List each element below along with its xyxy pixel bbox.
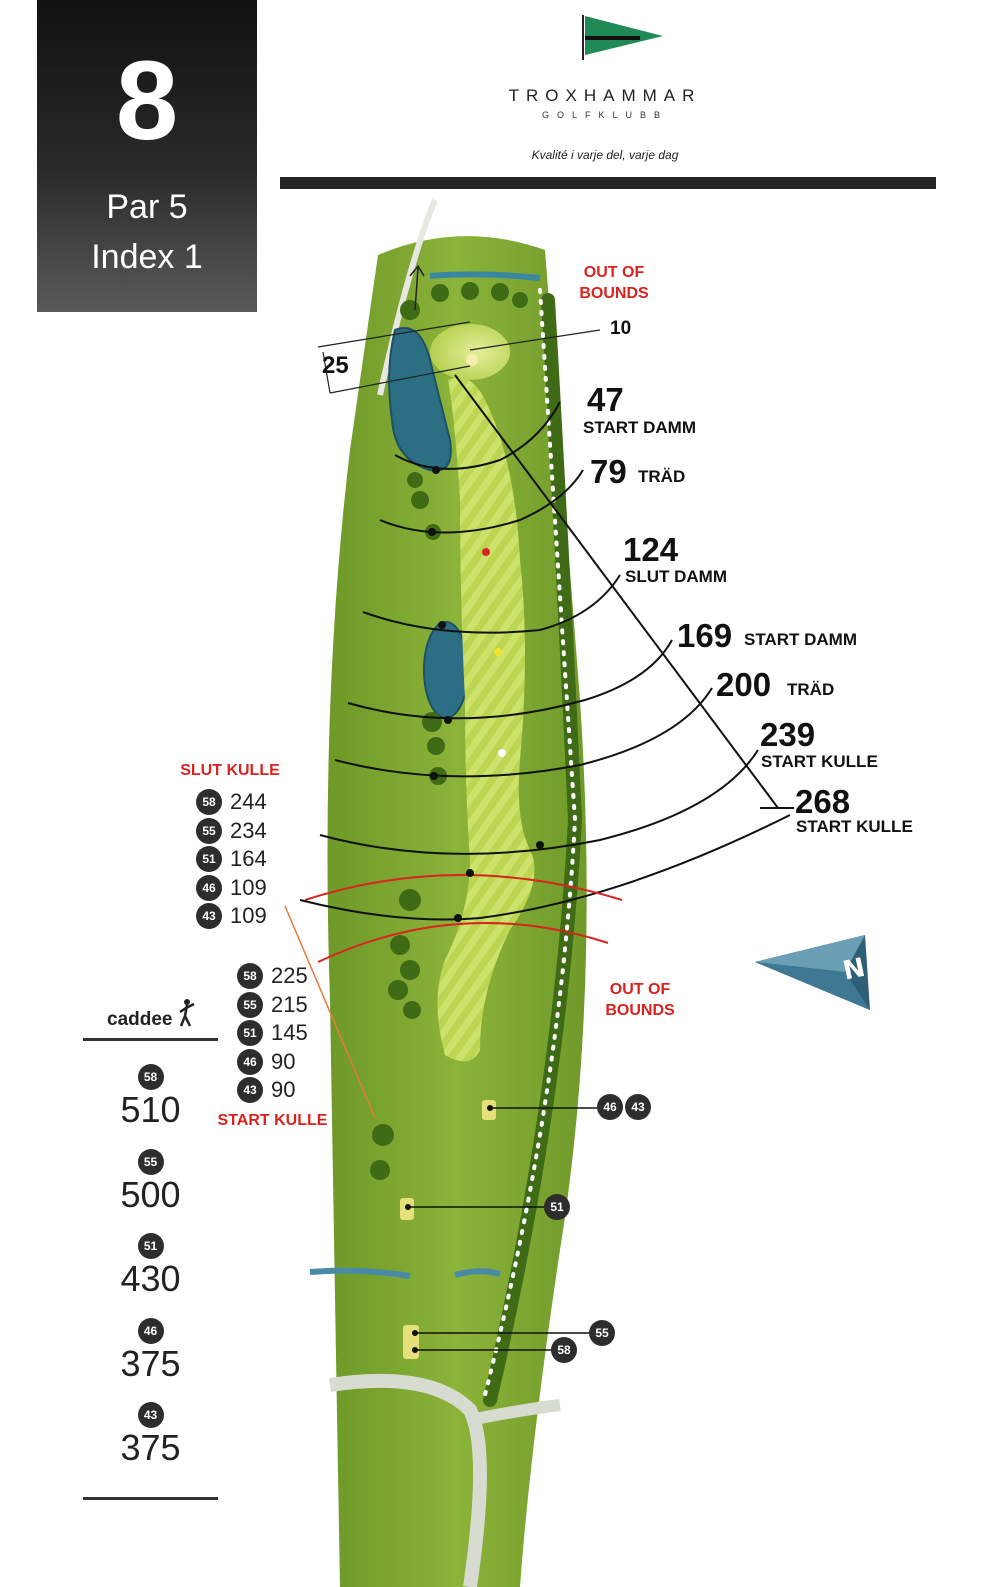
distance-value-1: 47 xyxy=(587,381,624,418)
total-43: 43 375 xyxy=(83,1402,218,1466)
green xyxy=(430,324,510,380)
tee-box-55-58 xyxy=(403,1325,419,1359)
distance-value-2: 79 xyxy=(590,453,627,490)
distance-label-1: START DAMM xyxy=(583,418,696,437)
header-divider xyxy=(280,177,936,189)
pond-top xyxy=(388,327,452,472)
cart-path xyxy=(377,198,438,396)
out-of-bounds-bottom: OUT OF BOUNDS xyxy=(605,981,675,1019)
tee-marker-55: 55 xyxy=(589,1320,615,1346)
club-slogan: Kvalité i varje del, varje dag xyxy=(531,148,679,162)
north-arrow-line xyxy=(414,267,419,311)
start-kulle-title: START KULLE xyxy=(217,1112,328,1129)
fairway xyxy=(437,377,535,1062)
tee-marker-46-43: 46 43 xyxy=(597,1094,651,1120)
tee-marker-51: 51 xyxy=(544,1194,570,1220)
total-46: 46 375 xyxy=(83,1318,218,1382)
hole-par: Par 5 xyxy=(106,188,188,226)
distance-label-3: SLUT DAMM xyxy=(625,567,727,586)
total-58: 58 510 xyxy=(83,1064,218,1128)
distance-value-6: 239 xyxy=(760,716,816,753)
tee-marker-58: 58 xyxy=(551,1337,577,1363)
slut-kulle-title: SLUT KULLE xyxy=(180,762,280,779)
club-name: TROXHAMMAR xyxy=(508,86,702,105)
club-flag xyxy=(585,16,663,55)
creek-top xyxy=(429,271,541,281)
green-side: 10 xyxy=(610,318,632,339)
caddee-logo: caddee xyxy=(107,1009,173,1030)
flag-pin xyxy=(466,354,478,366)
distance-label-5: TRÄD xyxy=(787,680,835,699)
distance-value-7: 268 xyxy=(795,783,851,820)
hole-info-box: 8 Par 5 Index 1 xyxy=(37,0,257,312)
distance-value-4: 169 xyxy=(677,617,733,654)
bottom-divider xyxy=(83,1497,218,1500)
out-of-bounds-top: OUT OF BOUNDS xyxy=(579,264,649,302)
distance-label-7: START KULLE xyxy=(796,817,913,836)
hole-index: Index 1 xyxy=(91,238,203,276)
cart-path-bottom xyxy=(328,1373,487,1587)
total-51: 51 430 xyxy=(83,1233,218,1297)
measure-line xyxy=(454,374,779,809)
golfer-icon xyxy=(179,999,195,1027)
club-subtitle: GOLFKLUBB xyxy=(541,110,669,120)
out-of-bounds-line xyxy=(483,288,578,1397)
hole-number: 8 xyxy=(115,38,179,163)
cart-path-bottom-2 xyxy=(468,1399,561,1426)
distance-value-3: 124 xyxy=(623,531,679,568)
distance-label-2: TRÄD xyxy=(638,467,686,486)
distance-value-5: 200 xyxy=(716,666,772,703)
pond-middle xyxy=(423,621,469,719)
distance-label-4: START DAMM xyxy=(744,630,857,649)
green-depth: 25 xyxy=(322,352,349,379)
distance-label-6: START KULLE xyxy=(761,752,878,771)
total-55: 55 500 xyxy=(83,1149,218,1213)
creek-bottom xyxy=(309,1267,501,1279)
caddee-divider xyxy=(83,1038,218,1041)
north-arrow-icon: N xyxy=(755,935,870,1010)
